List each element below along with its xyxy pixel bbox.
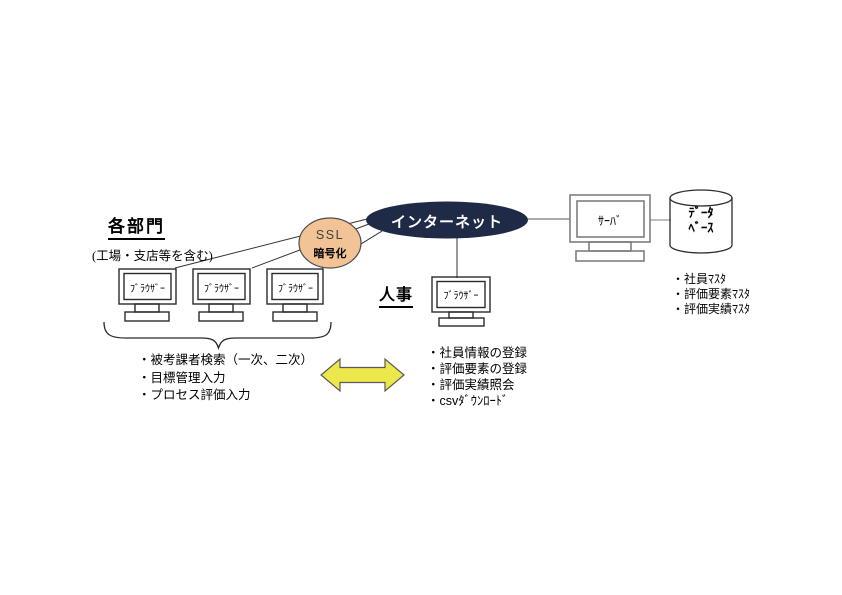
departments-heading: 各部門 xyxy=(108,212,165,240)
monitor-base xyxy=(198,311,244,322)
list-item: ・評価要素ﾏｽﾀ xyxy=(672,287,751,301)
monitor-base xyxy=(575,250,645,262)
server-label: ｻｰﾊﾞ xyxy=(597,214,622,228)
monitor-stand xyxy=(588,241,632,252)
database-label: ﾃﾞｰﾀ ﾍﾞｰｽ xyxy=(672,206,730,236)
sync-double-arrow xyxy=(320,357,405,393)
browser-label-2: ﾌﾞﾗｳｻﾞｰ xyxy=(204,284,239,295)
ssl-encryption-label: 暗号化 xyxy=(313,248,347,260)
list-item: ・プロセス評価入力 xyxy=(138,388,251,402)
ssl-ellipse xyxy=(298,217,362,269)
list-item: ・評価実績照会 xyxy=(427,378,515,392)
monitor-screen xyxy=(576,200,645,238)
monitor-stand xyxy=(134,303,160,313)
database-cylinder xyxy=(669,189,733,254)
hr-browser-monitor xyxy=(431,276,491,327)
monitor-base xyxy=(124,311,170,322)
cylinder-body xyxy=(669,198,733,254)
list-item: ・目標管理入力 xyxy=(138,370,226,385)
monitor-screen xyxy=(436,280,486,309)
list-item: ・csvﾀﾞｳﾝﾛｰﾄﾞ xyxy=(427,394,509,408)
departments-note: (工場・支店等を含む) xyxy=(92,249,213,263)
monitor-screen xyxy=(271,272,319,301)
ssl-label: SSL xyxy=(315,228,345,242)
browser-label-3: ﾌﾞﾗｳｻﾞｰ xyxy=(278,284,313,295)
monitor-stand xyxy=(282,303,308,313)
monitor-base xyxy=(272,311,318,322)
monitor-screen xyxy=(197,272,246,301)
monitor-stand xyxy=(208,303,234,313)
browser-monitor-1 xyxy=(118,268,177,322)
browser-monitor-3 xyxy=(266,268,324,322)
list-item: ・社員ﾏｽﾀ xyxy=(672,272,727,286)
list-item: ・評価要素の登録 xyxy=(427,362,528,376)
internet-ellipse xyxy=(366,201,528,239)
monitor-base xyxy=(438,317,485,327)
database-label-line2: ﾍﾞｰｽ xyxy=(688,221,714,235)
database-masters-list: ・社員ﾏｽﾀ ・評価要素ﾏｽﾀ ・評価実績ﾏｽﾀ xyxy=(672,272,750,317)
list-item: ・評価実績ﾏｽﾀ xyxy=(672,302,751,316)
internet-label: インターネット xyxy=(390,214,503,231)
list-item: ・社員情報の登録 xyxy=(427,346,528,360)
monitor-screen xyxy=(123,272,172,301)
list-item: ・被考課者検索（一次、二次） xyxy=(138,353,314,367)
hr-heading: 人事 xyxy=(379,281,414,308)
hr-functions-list: ・社員情報の登録 ・評価要素の登録 ・評価実績照会 ・csvﾀﾞｳﾝﾛｰﾄﾞ xyxy=(427,345,527,409)
browser-monitor-2 xyxy=(192,268,251,322)
server-monitor xyxy=(569,194,651,262)
database-label-line1: ﾃﾞｰﾀ xyxy=(688,206,714,220)
monitor-stand xyxy=(448,311,474,319)
departments-functions-list: ・被考課者検索（一次、二次） ・目標管理入力 ・プロセス評価入力 xyxy=(138,352,313,405)
hr-browser-label: ﾌﾞﾗｳｻﾞｰ xyxy=(443,291,479,302)
browser-label-1: ﾌﾞﾗｳｻﾞｰ xyxy=(130,284,165,295)
cylinder-top xyxy=(669,189,733,207)
departments-brace xyxy=(103,321,332,351)
